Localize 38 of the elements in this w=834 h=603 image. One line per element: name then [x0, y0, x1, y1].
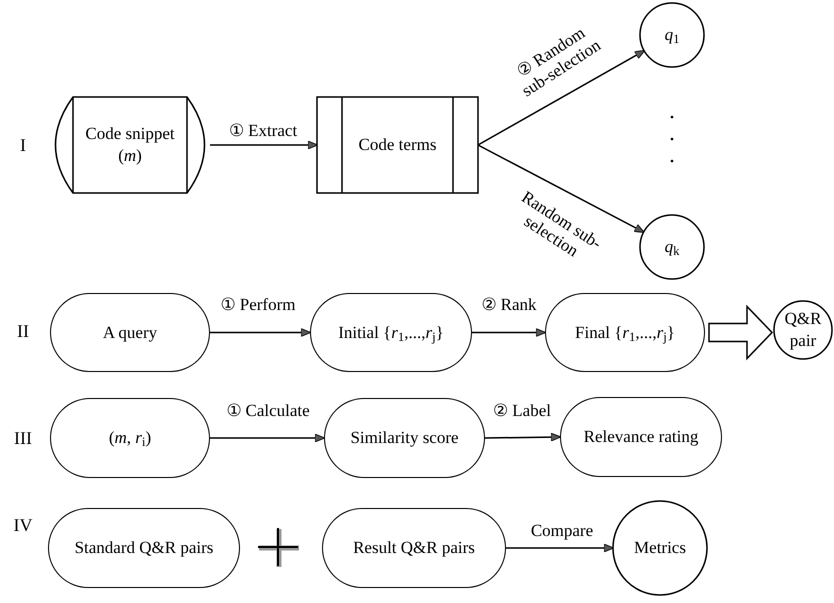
arrow	[210, 434, 326, 442]
edge-label: ② Label	[492, 401, 552, 420]
node-text: Metrics	[634, 537, 686, 559]
edge-label: Compare	[530, 521, 594, 540]
arrow	[472, 328, 546, 337]
node-text: Result Q&R pairs	[353, 537, 475, 559]
block-arrow	[708, 304, 774, 360]
node-text: q$_{1}$	[664, 24, 680, 46]
row-numeral: III	[13, 428, 33, 448]
process-box	[317, 97, 478, 193]
node-text: Standard Q&R pairs	[74, 537, 214, 559]
edge-label: ① Perform	[220, 295, 296, 314]
circle-node	[774, 301, 832, 359]
circle-node	[640, 215, 704, 279]
node-text: Relevance rating	[584, 426, 698, 448]
node-text: Similarity score	[350, 427, 459, 449]
arrow	[506, 544, 614, 552]
arrow	[210, 328, 312, 337]
node-text: Code snippet (m)	[84, 123, 176, 167]
edge-label: ② Rank	[480, 295, 538, 314]
row-numeral: I	[19, 135, 27, 155]
node-text: Code terms	[358, 134, 436, 156]
arrow	[210, 140, 318, 150]
node-text: q$_{k}$	[664, 236, 680, 258]
node-text: Initial {r$_{1}$,...,r$_{j}$}	[338, 322, 444, 344]
node-text: Q&R pair	[784, 308, 822, 352]
node-text: A query	[102, 322, 158, 344]
arrow	[478, 50, 646, 146]
row-numeral: II	[16, 321, 30, 341]
circle-node	[640, 3, 704, 67]
row-numeral: IV	[12, 515, 34, 535]
arrow	[478, 144, 645, 233]
node-text: (m, r$_{i}$)	[108, 427, 152, 449]
node-text: Final {r$_{1}$,...,r$_{j}$}	[575, 322, 675, 344]
circle-node	[613, 501, 707, 595]
edge-label: ① Calculate	[225, 401, 311, 420]
edge-label: ① Extract	[228, 121, 298, 140]
arrow	[484, 432, 562, 442]
